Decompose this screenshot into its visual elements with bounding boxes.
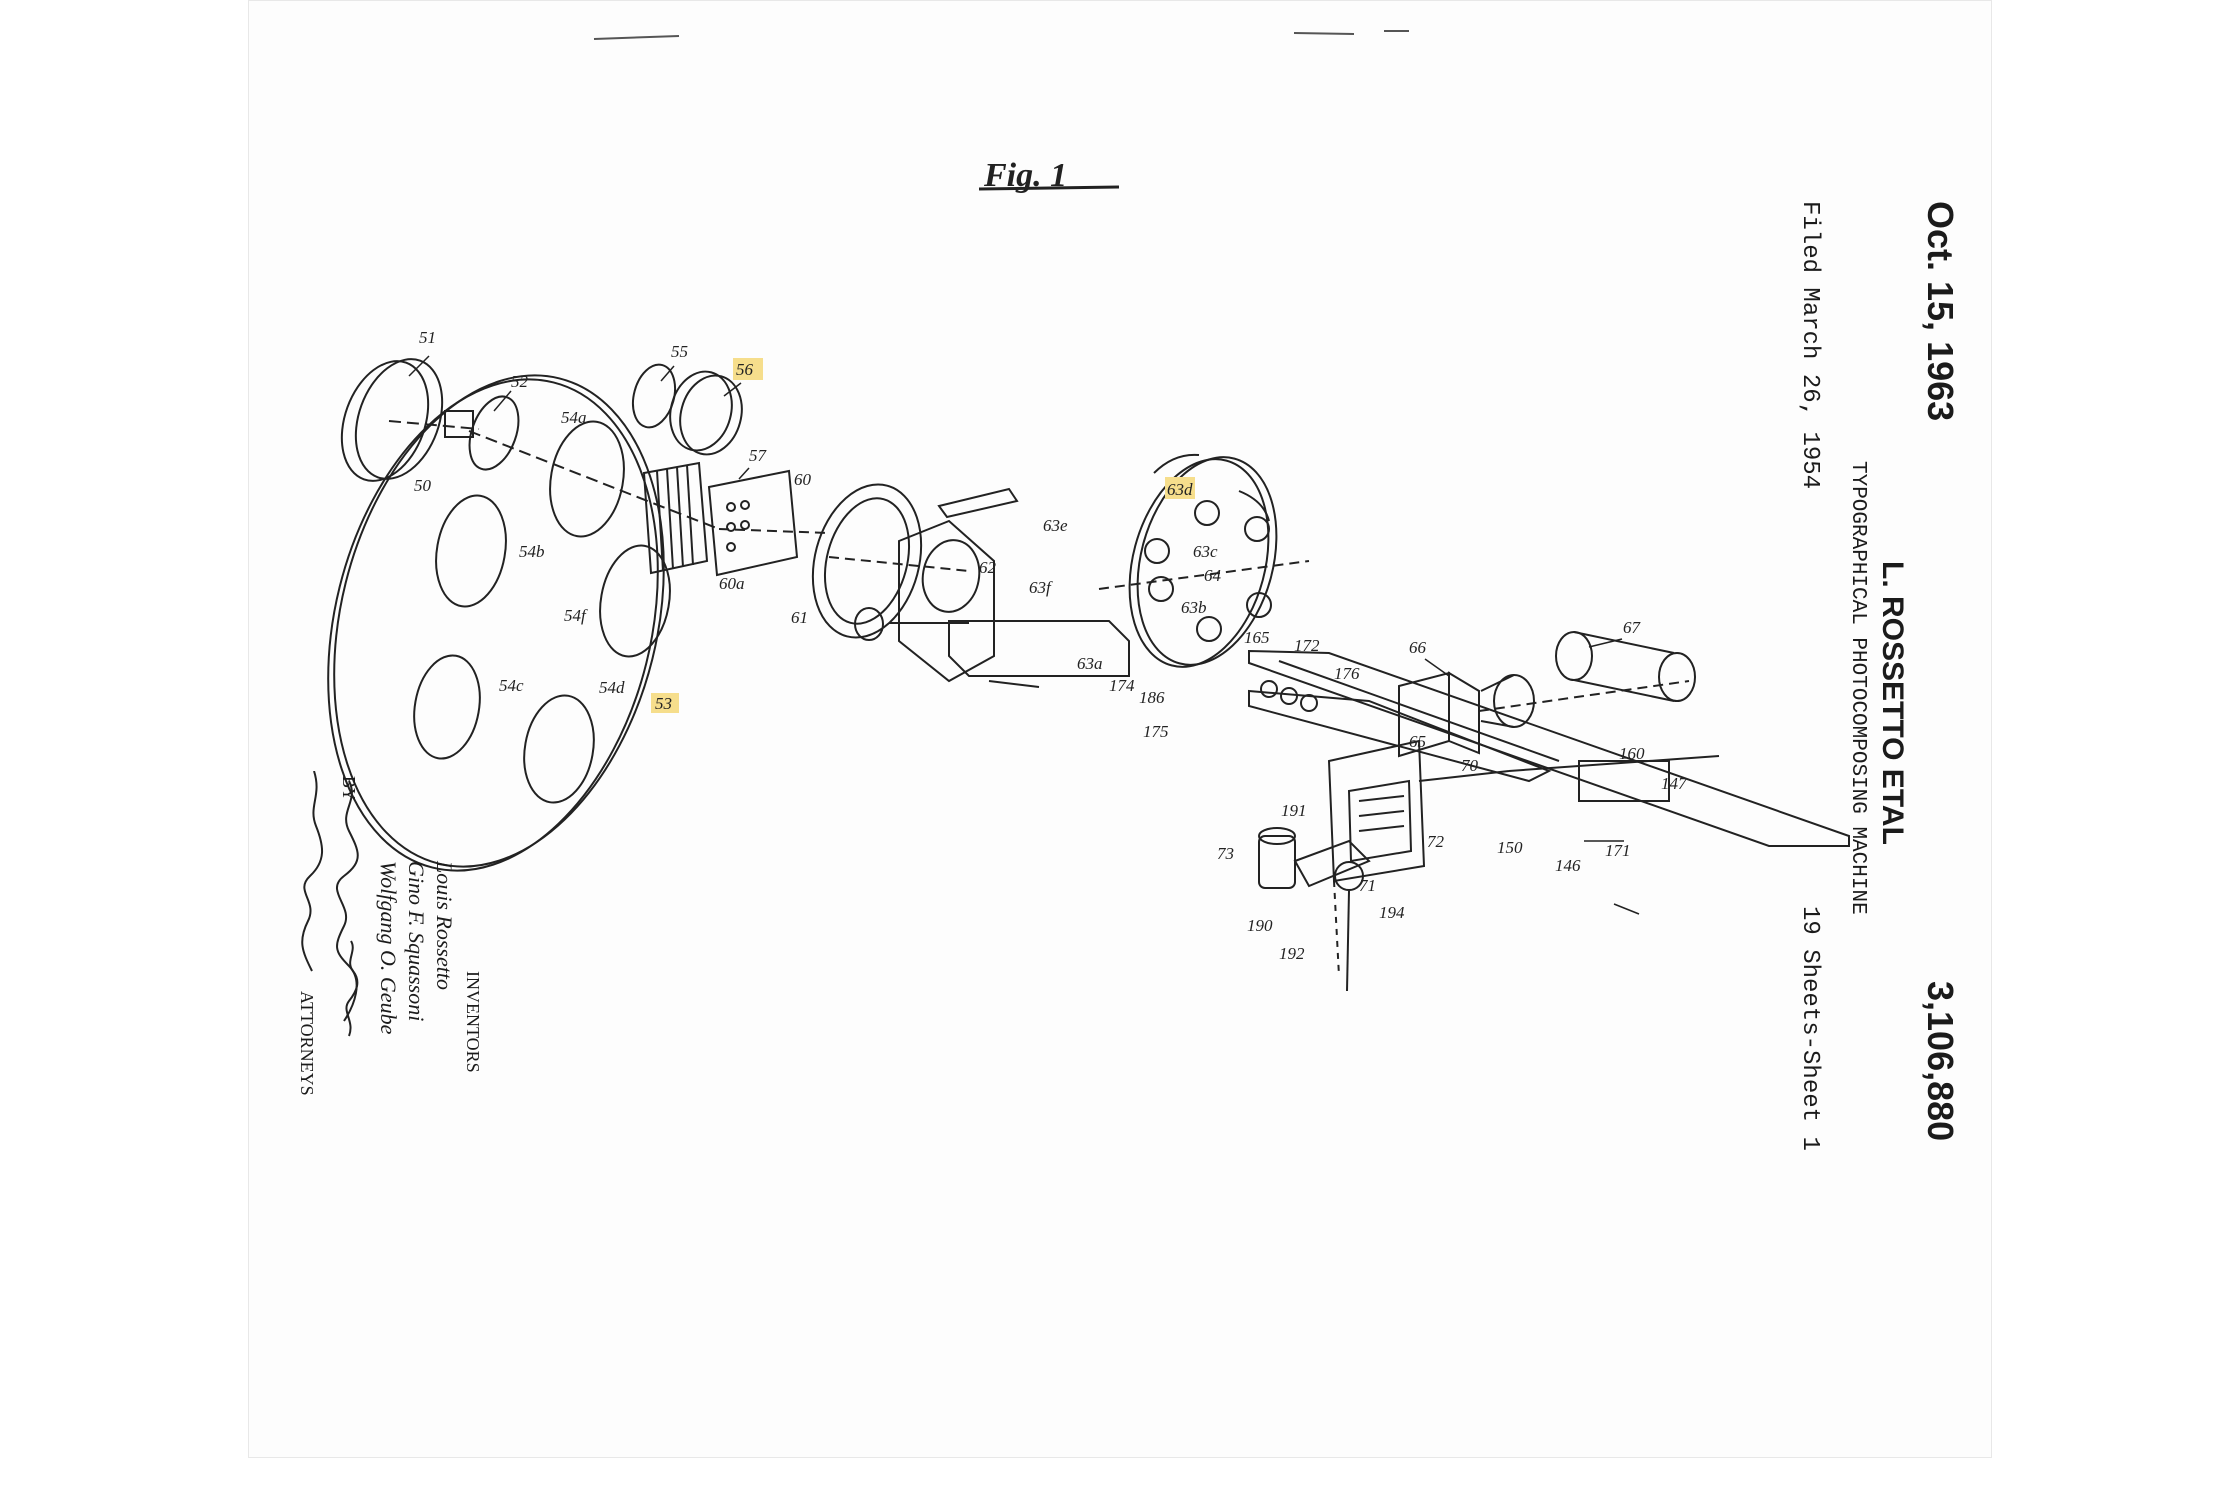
drive-motor	[1258, 827, 1371, 992]
ref-165: 165	[1244, 628, 1270, 647]
figure-label-underline	[978, 185, 1120, 191]
ref-186: 186	[1139, 688, 1165, 707]
ref-176: 176	[1334, 664, 1360, 683]
inventor-name-3: Wolfgang O. Geube	[376, 861, 401, 1035]
ref-71: 71	[1359, 876, 1376, 895]
ref-175: 175	[1143, 722, 1169, 741]
ref-191: 191	[1281, 801, 1307, 820]
ref-50: 50	[414, 476, 432, 495]
ref-172: 172	[1294, 636, 1320, 655]
ref-55: 55	[671, 342, 688, 361]
ref-146: 146	[1555, 856, 1581, 875]
header-patent-number: 3,106,880	[1920, 981, 1961, 1142]
ref-57: 57	[749, 446, 768, 465]
figure-label: Fig. 1	[983, 157, 1067, 194]
ref-62: 62	[979, 558, 997, 577]
ref-63b: 63b	[1181, 598, 1207, 617]
ref-64: 64	[1204, 566, 1222, 585]
lamp-reflector	[340, 358, 520, 482]
ref-61: 61	[791, 608, 808, 627]
ref-147: 147	[1661, 774, 1688, 793]
inventors-label: INVENTORS	[463, 971, 483, 1073]
ref-60a: 60a	[719, 574, 745, 593]
ref-73: 73	[1217, 844, 1234, 863]
highlight-63d	[1165, 477, 1195, 499]
patent-drawing: 51 52 50 54a 54b 54f 54c 54d 53 55 56 57…	[327, 30, 1850, 992]
leader-lines	[408, 355, 1640, 915]
ref-54b: 54b	[519, 542, 545, 561]
ref-66: 66	[1409, 638, 1427, 657]
ref-171: 171	[1605, 841, 1631, 860]
ref-54c: 54c	[499, 676, 524, 695]
ref-51: 51	[419, 328, 436, 347]
ref-63a: 63a	[1077, 654, 1103, 673]
ref-67: 67	[1623, 618, 1642, 637]
header-inventor-line: L. ROSSETTO ETAL	[1876, 561, 1909, 845]
header-filed-date: Filed March 26, 1954	[1796, 201, 1823, 490]
optics-head	[1398, 631, 1696, 758]
font-disc	[327, 374, 720, 872]
attorney-signature	[301, 771, 359, 1037]
ref-54d: 54d	[599, 678, 625, 697]
highlight-63	[651, 693, 679, 713]
inventor-name-2: Gino F. Squassoni	[404, 861, 429, 1022]
ref-70: 70	[1461, 756, 1479, 775]
ref-174: 174	[1109, 676, 1135, 695]
ref-63e: 63e	[1043, 516, 1068, 535]
track-assembly	[1248, 649, 1850, 847]
ref-52: 52	[511, 372, 529, 391]
highlight-56	[733, 358, 763, 380]
scan-marks	[593, 30, 1409, 40]
ref-65: 65	[1409, 732, 1426, 751]
ref-190: 190	[1247, 916, 1273, 935]
ref-63c: 63c	[1193, 542, 1218, 561]
ref-160: 160	[1619, 744, 1645, 763]
patent-drawing-sheet: 51 52 50 54a 54b 54f 54c 54d 53 55 56 57…	[248, 0, 1992, 1458]
header-title: TYPOGRAPHICAL PHOTOCOMPOSING MACHINE	[1846, 461, 1869, 915]
ref-54a: 54a	[561, 408, 587, 427]
ref-192: 192	[1279, 944, 1305, 963]
film-holder	[1327, 739, 1720, 883]
lens-carriage	[854, 487, 1130, 688]
ref-63f: 63f	[1029, 578, 1053, 597]
ref-56: 56	[736, 360, 754, 379]
ref-53: 53	[655, 694, 672, 713]
inventor-name-1: Louis Rossetto	[432, 861, 457, 990]
header-date: Oct. 15, 1963	[1920, 201, 1961, 422]
ref-194: 194	[1379, 903, 1405, 922]
ref-72: 72	[1427, 832, 1445, 851]
filter-stack	[642, 461, 830, 577]
ref-54f: 54f	[564, 606, 588, 625]
ref-60: 60	[794, 470, 812, 489]
ref-150: 150	[1497, 838, 1523, 857]
ref-63d: 63d	[1167, 480, 1193, 499]
header-sheets: 19 Sheets-Sheet 1	[1796, 906, 1823, 1151]
lens-turret	[1098, 453, 1310, 668]
lens-pair	[631, 363, 743, 456]
